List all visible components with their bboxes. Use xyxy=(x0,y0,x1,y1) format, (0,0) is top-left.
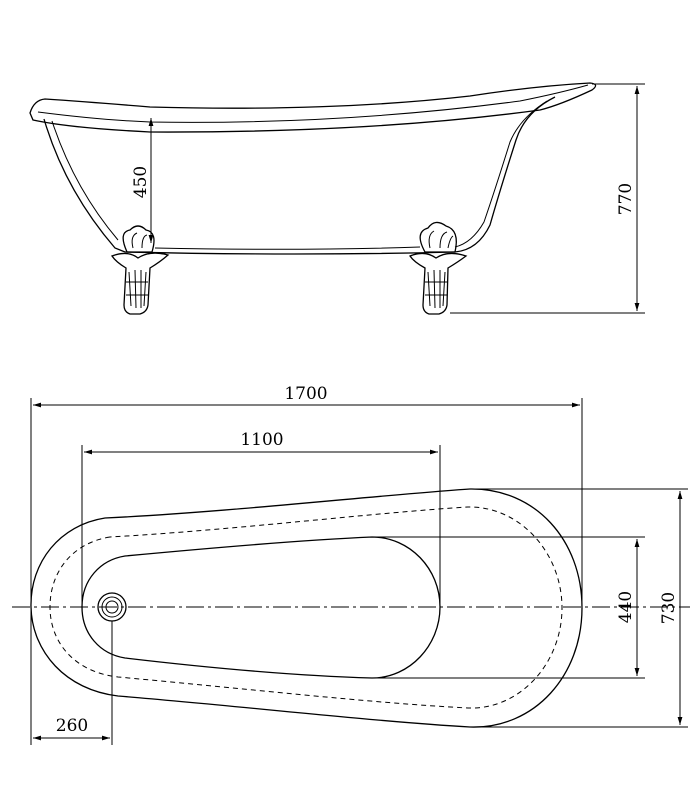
inner-length-label: 1100 xyxy=(240,430,283,450)
tub-outer-outline xyxy=(30,488,583,728)
total-height-label: 770 xyxy=(616,183,636,215)
claw-foot-right xyxy=(409,221,468,315)
total-width-label: 730 xyxy=(659,592,679,624)
tub-rim-dashed-line xyxy=(49,506,563,709)
tub-body-left-wall xyxy=(43,118,126,253)
top-view: 1700 1100 440 730 260 xyxy=(12,384,690,745)
tub-body-right-wall xyxy=(454,96,556,253)
tub-body-left-inner xyxy=(51,120,119,241)
inner-depth-label: 450 xyxy=(131,166,151,198)
tub-rim-inner-line xyxy=(37,84,589,123)
tub-body-bottom xyxy=(124,251,456,255)
tub-rim-outline xyxy=(29,82,597,133)
tub-body-bottom-inner xyxy=(154,246,421,250)
drain-offset-label: 260 xyxy=(56,716,88,736)
claw-foot-left xyxy=(111,225,170,315)
side-view: 450 770 xyxy=(29,82,645,315)
tub-body-right-inner xyxy=(454,100,548,248)
inner-width-label: 440 xyxy=(616,591,636,623)
tub-basin-outline xyxy=(81,536,441,679)
total-length-label: 1700 xyxy=(284,384,327,404)
